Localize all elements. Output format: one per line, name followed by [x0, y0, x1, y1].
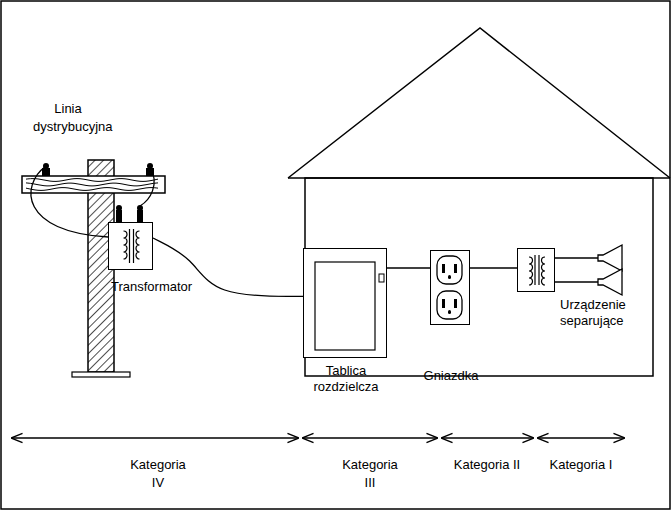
node-label-wrap: Gniazdka	[406, 368, 496, 384]
insulator	[116, 205, 122, 211]
outlet-box: Gniazdka	[430, 250, 470, 325]
isolation-device: Urządzenie separujące	[517, 248, 555, 292]
category-arrow	[303, 437, 437, 438]
node-symbol	[437, 291, 462, 319]
transformer-box: Transformator	[108, 222, 153, 270]
speaker-output	[555, 257, 598, 258]
label-wrap: Kategoria IV	[118, 456, 198, 492]
category-arrow	[12, 437, 624, 438]
node-symbol	[133, 229, 134, 263]
node-label-wrap: Transformator	[111, 279, 211, 295]
wire	[470, 267, 517, 268]
node-symbol	[518, 249, 554, 291]
node-symbol	[129, 229, 130, 263]
speaker-output	[598, 269, 622, 295]
node-symbol	[304, 249, 386, 357]
distribution-panel: Tablica rozdzielcza	[303, 248, 387, 358]
crossarm	[22, 176, 165, 193]
node-label-wrap: Tablica rozdzielcza	[294, 363, 398, 395]
drop-wire	[140, 166, 154, 206]
node-label: Transformator	[111, 279, 192, 295]
category-arrow	[442, 437, 533, 438]
speaker-output	[555, 245, 622, 295]
node-symbol	[534, 255, 535, 285]
category-arrow	[12, 437, 298, 438]
insulator	[42, 168, 50, 176]
speaker-output	[598, 245, 622, 271]
category-label: Kategoria IV	[123, 456, 193, 492]
node-symbol	[437, 256, 462, 284]
label-wrap: Kategoria II	[447, 456, 527, 474]
wood-grain	[26, 183, 158, 186]
category-label: Kategoria II	[452, 456, 522, 474]
node-symbol	[454, 264, 457, 273]
node-symbol	[538, 255, 539, 285]
wire	[387, 267, 430, 268]
category-label: Kategoria III	[335, 456, 405, 492]
node-symbol	[431, 251, 469, 324]
node-symbol	[442, 264, 445, 273]
house-roof	[288, 28, 670, 178]
wood-grain	[26, 179, 158, 191]
node-symbol	[442, 299, 445, 308]
node-symbol	[136, 231, 140, 259]
node-symbol	[448, 310, 451, 314]
node-symbol	[315, 262, 375, 350]
wood-grain	[26, 188, 158, 191]
node-label-wrap: Urządzenie separujące	[560, 297, 640, 329]
node-label: Urządzenie separujące	[560, 297, 640, 329]
insulator	[42, 163, 154, 222]
speaker-output	[555, 281, 598, 282]
pole-base	[72, 372, 130, 377]
node-symbol	[124, 231, 128, 259]
node-symbol	[542, 257, 546, 285]
wood-grain	[26, 179, 158, 182]
node-label: Tablica rozdzielcza	[294, 363, 398, 395]
drop-wire	[31, 166, 108, 237]
node-symbol	[529, 257, 533, 285]
category-label: Kategoria I	[546, 456, 616, 474]
label-wrap: Linia dystrybucyjna	[18, 100, 118, 136]
node-symbol	[379, 274, 384, 282]
node-symbol	[109, 223, 152, 269]
label-wrap: Kategoria I	[541, 456, 621, 474]
line-label: Linia dystrybucyjna	[33, 100, 103, 136]
node-symbol	[454, 299, 457, 308]
node-symbol	[448, 275, 451, 279]
house-eave	[288, 177, 670, 179]
insulator	[137, 210, 143, 222]
insulator	[116, 210, 122, 222]
node-label: Gniazdka	[424, 368, 479, 384]
label-wrap: Kategoria III	[330, 456, 410, 492]
category-arrow	[538, 437, 624, 438]
